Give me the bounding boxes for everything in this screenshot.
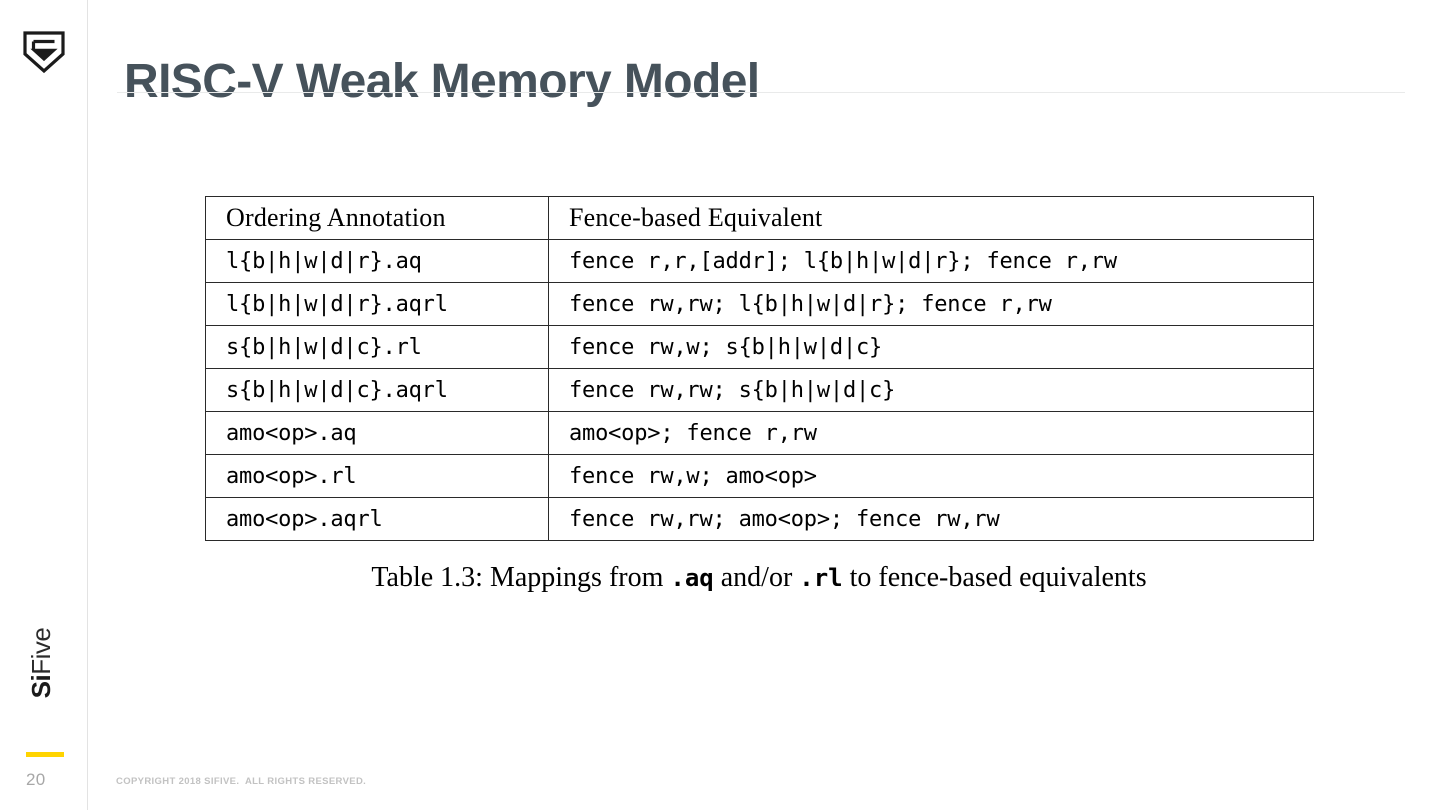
table-row: amo<op>.aq amo<op>; fence r,rw [205,411,1314,455]
cell-equivalent: fence rw,rw; s{b|h|w|d|c} [548,368,1314,412]
caption-code-aq: .aq [670,564,714,592]
cell-annotation: l{b|h|w|d|r}.aqrl [205,282,549,326]
sifive-shield-logo-icon [21,26,67,74]
caption-part-1: Table 1.3: Mappings from [371,562,671,593]
cell-equivalent: fence r,r,[addr]; l{b|h|w|d|r}; fence r,… [548,239,1314,283]
table-row: s{b|h|w|d|c}.rl fence rw,w; s{b|h|w|d|c} [205,325,1314,369]
accent-bar [26,752,64,757]
cell-annotation: s{b|h|w|d|c}.aqrl [205,368,549,412]
brand-wordmark-bold: Si [26,674,56,699]
caption-part-3: to fence-based equivalents [842,562,1147,593]
table-row: amo<op>.aqrl fence rw,rw; amo<op>; fence… [205,497,1314,541]
caption-code-rl: .rl [799,564,843,592]
table-row: l{b|h|w|d|r}.aq fence r,r,[addr]; l{b|h|… [205,239,1314,283]
cell-annotation: amo<op>.aq [205,411,549,455]
cell-annotation: amo<op>.aqrl [205,497,549,541]
cell-annotation: s{b|h|w|d|c}.rl [205,325,549,369]
cell-equivalent: fence rw,rw; amo<op>; fence rw,rw [548,497,1314,541]
column-header-fence-based-equivalent: Fence-based Equivalent [548,196,1314,240]
table-header-row: Ordering Annotation Fence-based Equivale… [205,196,1314,240]
cell-annotation: amo<op>.rl [205,454,549,498]
cell-equivalent: fence rw,w; s{b|h|w|d|c} [548,325,1314,369]
table-row: s{b|h|w|d|c}.aqrl fence rw,rw; s{b|h|w|d… [205,368,1314,412]
table-row: l{b|h|w|d|r}.aqrl fence rw,rw; l{b|h|w|d… [205,282,1314,326]
title-divider [117,92,1405,93]
page-number: 20 [26,770,46,789]
fence-mapping-table: Ordering Annotation Fence-based Equivale… [205,196,1314,541]
table-row: amo<op>.rl fence rw,w; amo<op> [205,454,1314,498]
brand-wordmark: SiFive [26,608,56,718]
page-title: RISC-V Weak Memory Model [124,55,760,109]
left-rail: SiFive 20 [0,0,88,810]
brand-wordmark-light: Five [26,627,56,675]
caption-part-2: and/or [713,562,800,593]
table-body: l{b|h|w|d|r}.aq fence r,r,[addr]; l{b|h|… [205,239,1314,541]
cell-equivalent: fence rw,w; amo<op> [548,454,1314,498]
copyright-notice: COPYRIGHT 2018 SIFIVE. ALL RIGHTS RESERV… [116,776,367,787]
column-header-ordering-annotation: Ordering Annotation [205,196,549,240]
table-caption: Table 1.3: Mappings from .aq and/or .rl … [205,562,1313,594]
cell-annotation: l{b|h|w|d|r}.aq [205,239,549,283]
cell-equivalent: amo<op>; fence r,rw [548,411,1314,455]
cell-equivalent: fence rw,rw; l{b|h|w|d|r}; fence r,rw [548,282,1314,326]
